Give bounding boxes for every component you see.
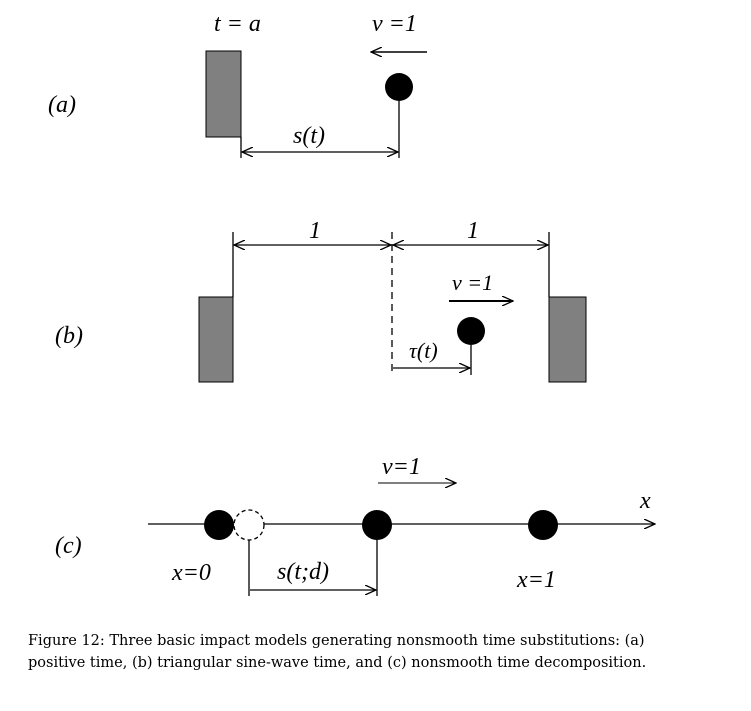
- panel-c-ball-dashed: [233, 509, 265, 541]
- panel-c-ball-origin: [204, 510, 234, 540]
- panel-b-ball: [457, 317, 485, 345]
- panel-b-right-span-label: 1: [467, 218, 479, 244]
- panel-c-velocity-label: v=1: [382, 454, 421, 480]
- panel-c-axis-label: x: [639, 488, 651, 514]
- panel-b-right-wall: [548, 296, 587, 383]
- panel-c-tag: (c): [55, 533, 82, 559]
- panel-c-ball-end: [528, 510, 558, 540]
- panel-a-distance-label: s(t): [293, 123, 325, 149]
- panel-c-end-label: x=1: [516, 567, 556, 593]
- panel-a-ball: [385, 73, 413, 101]
- panel-a-tag: (a): [48, 92, 76, 118]
- panel-b-tag: (b): [55, 323, 83, 349]
- panel-a-velocity-label: v =1: [372, 11, 417, 37]
- panel-b-velocity-label: v =1: [452, 270, 493, 295]
- panel-b-left-wall: [198, 296, 234, 383]
- panel-b-left-span-label: 1: [309, 218, 321, 244]
- panel-a-time-label: t = a: [214, 11, 261, 37]
- panel-c-origin-label: x=0: [171, 560, 211, 586]
- panel-c: (c) v=1 x s(t;d) x=0 x=1: [55, 454, 655, 596]
- panel-a: (a) t = a v =1 s(t): [48, 11, 427, 158]
- panel-b-distance-label: τ(t): [409, 338, 438, 363]
- impact-models-figure: (a) t = a v =1 s(t) (b) 1 1 v =1 τ(t) (c…: [48, 11, 751, 596]
- panel-a-wall: [205, 50, 242, 138]
- figure-caption: Figure 12: Three basic impact models gen…: [28, 633, 647, 671]
- panel-c-ball-middle: [362, 510, 392, 540]
- panel-b: (b) 1 1 v =1 τ(t): [55, 218, 587, 383]
- panel-c-distance-label: s(t;d): [277, 559, 329, 585]
